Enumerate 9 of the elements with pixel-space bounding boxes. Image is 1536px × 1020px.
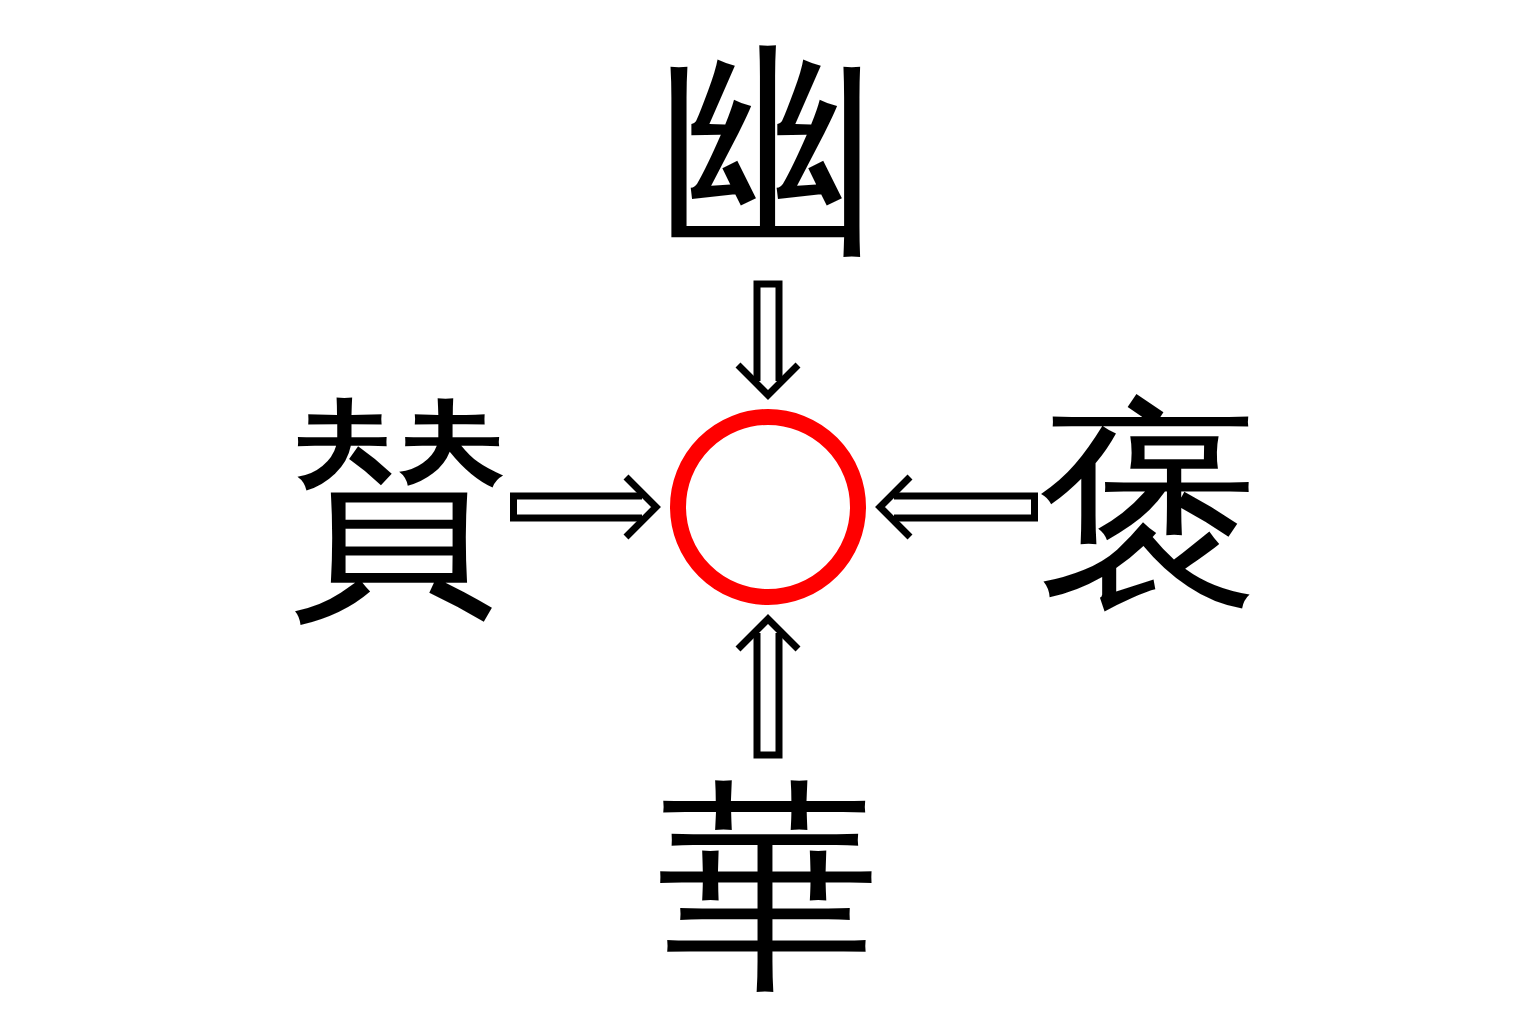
answer-circle — [670, 409, 866, 605]
kanji-character: 褒 — [1034, 390, 1262, 625]
double-arrow — [876, 473, 1038, 541]
kanji-character: 幽 — [654, 35, 882, 270]
double-arrow — [734, 615, 802, 759]
kanji-character: 華 — [654, 770, 882, 1005]
double-arrow — [734, 280, 802, 399]
double-arrow — [510, 473, 660, 541]
kanji-character: 賛 — [286, 390, 514, 625]
